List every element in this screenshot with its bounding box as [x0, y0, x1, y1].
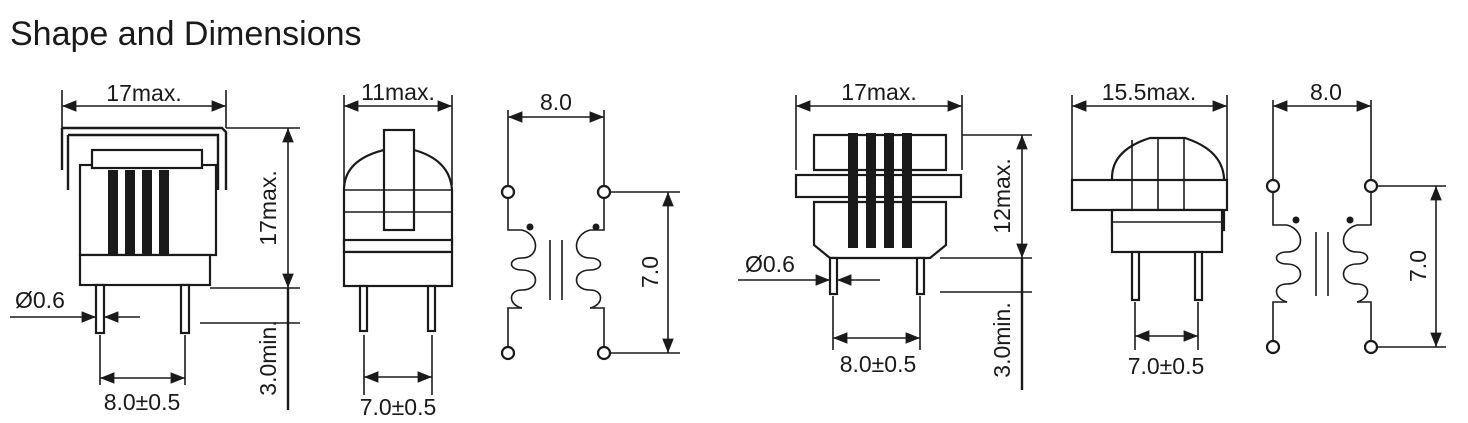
right-side-pitch-label: 7.0±0.5 [1128, 353, 1205, 379]
right-side-view: 15.5max. 7.0±0.5 [1070, 79, 1229, 379]
left-schematic: 8.0 7.0 [500, 89, 680, 361]
right-front-height-label: 12max. [989, 158, 1015, 233]
left-side-view: 11max. 7.0±0.5 [342, 79, 454, 420]
left-front-view: 17max. 17max. 3.0min. Ø0.6 8.0±0.5 [10, 80, 300, 415]
right-side-width-label: 15.5max. [1102, 79, 1197, 105]
left-side-width-label: 11max. [361, 79, 435, 105]
left-side-pitch-label: 7.0±0.5 [360, 394, 437, 420]
right-schematic: 8.0 7.0 [1265, 79, 1446, 355]
right-pin-diameter-label: Ø0.6 [745, 251, 795, 277]
right-schematic-width-label: 8.0 [1310, 79, 1342, 105]
left-pin-diameter-label: Ø0.6 [15, 287, 65, 313]
right-pin-pitch-label: 8.0±0.5 [840, 351, 917, 377]
left-schematic-width-label: 8.0 [540, 89, 572, 115]
left-pin-length-label: 3.0min. [255, 320, 281, 395]
page-title: Shape and Dimensions [10, 15, 362, 53]
right-front-width-label: 17max. [841, 79, 916, 105]
right-pin-length-label: 3.0min. [989, 302, 1015, 377]
left-schematic-height-label: 7.0 [637, 256, 663, 288]
left-front-width-label: 17max. [106, 80, 181, 106]
right-front-view: 17max. 12max. 3.0min. Ø0.6 8.0±0.5 [738, 79, 1032, 390]
left-pin-pitch-label: 8.0±0.5 [104, 389, 181, 415]
right-schematic-height-label: 7.0 [1405, 250, 1431, 282]
left-front-height-label: 17max. [255, 170, 281, 245]
